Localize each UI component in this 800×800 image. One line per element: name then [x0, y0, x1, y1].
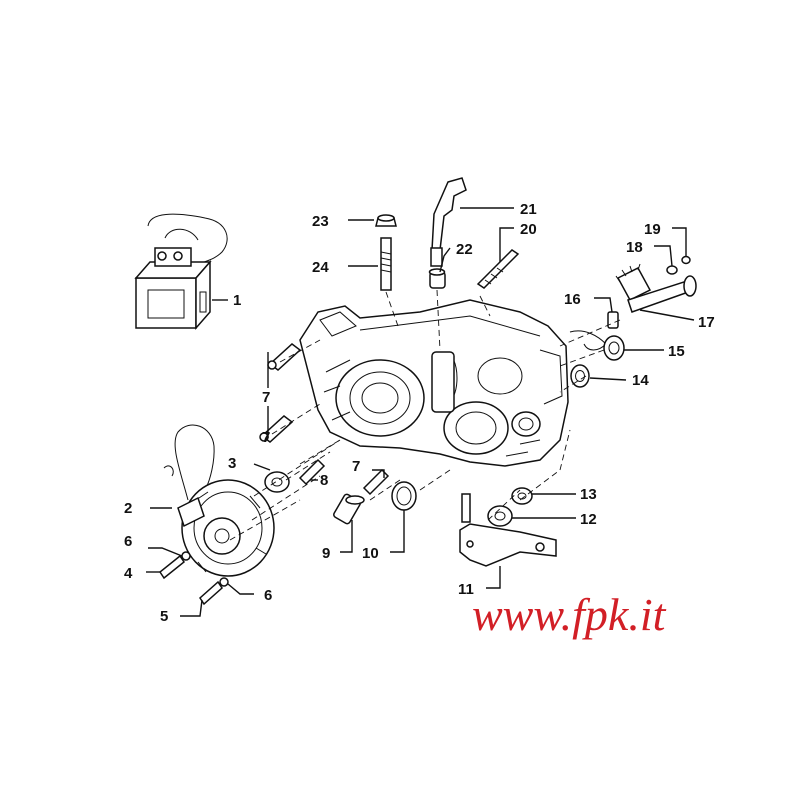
stud-part — [380, 237, 392, 291]
gear-selector-shaft-part — [430, 177, 467, 267]
callout-15: 15 — [668, 343, 685, 360]
callout-4: 4 — [124, 565, 133, 582]
callout-14: 14 — [632, 372, 649, 389]
callout-3: 3 — [228, 455, 236, 472]
leader-lines — [146, 207, 695, 617]
callout-12: 12 — [580, 511, 597, 528]
callout-10: 10 — [362, 545, 379, 562]
sleeve-part — [333, 493, 365, 525]
bearing-part — [487, 487, 533, 527]
callout-labels: 1 2 3 4 5 6 6 7 7 7 8 9 10 11 12 13 14 1… — [124, 201, 715, 625]
long-stud-part — [476, 249, 520, 289]
callout-16: 16 — [564, 291, 581, 308]
center-bolt-part — [362, 468, 390, 496]
callout-6-lower: 6 — [264, 587, 272, 604]
ignition-coil-part — [134, 213, 228, 330]
callout-2: 2 — [124, 500, 132, 517]
bracket-part — [459, 493, 557, 567]
washer-part — [181, 551, 229, 587]
callout-9: 9 — [322, 545, 330, 562]
callout-22: 22 — [456, 241, 473, 258]
callout-18: 18 — [626, 239, 643, 256]
callout-21: 21 — [520, 201, 537, 218]
spacer-part — [264, 471, 290, 493]
callout-11: 11 — [458, 581, 474, 598]
oil-seal-part — [391, 481, 417, 511]
callout-19: 19 — [644, 221, 661, 238]
assembly-axis-lines — [229, 289, 621, 541]
callout-7-mid: 7 — [352, 458, 360, 475]
callout-17: 17 — [698, 314, 715, 331]
screw-part — [298, 458, 326, 486]
callout-7-left: 7 — [262, 389, 270, 406]
callout-20: 20 — [520, 221, 537, 238]
bushing-part — [428, 268, 446, 289]
callout-6-upper: 6 — [124, 533, 132, 550]
callout-23: 23 — [312, 213, 329, 230]
stator-part — [163, 424, 275, 577]
callout-8: 8 — [320, 472, 328, 489]
callout-5: 5 — [160, 608, 168, 625]
callout-24: 24 — [312, 259, 329, 276]
nut-part — [375, 214, 397, 227]
stator-screw-part — [158, 554, 223, 606]
callout-1: 1 — [233, 292, 241, 309]
watermark-url: www.fpk.it — [472, 589, 667, 640]
kickstart-assembly-part — [569, 255, 697, 388]
callout-7-dup: 7 — [262, 429, 270, 446]
callout-13: 13 — [580, 486, 597, 503]
case-bolt-upper-part — [267, 343, 302, 371]
crankcase-part — [299, 299, 569, 467]
